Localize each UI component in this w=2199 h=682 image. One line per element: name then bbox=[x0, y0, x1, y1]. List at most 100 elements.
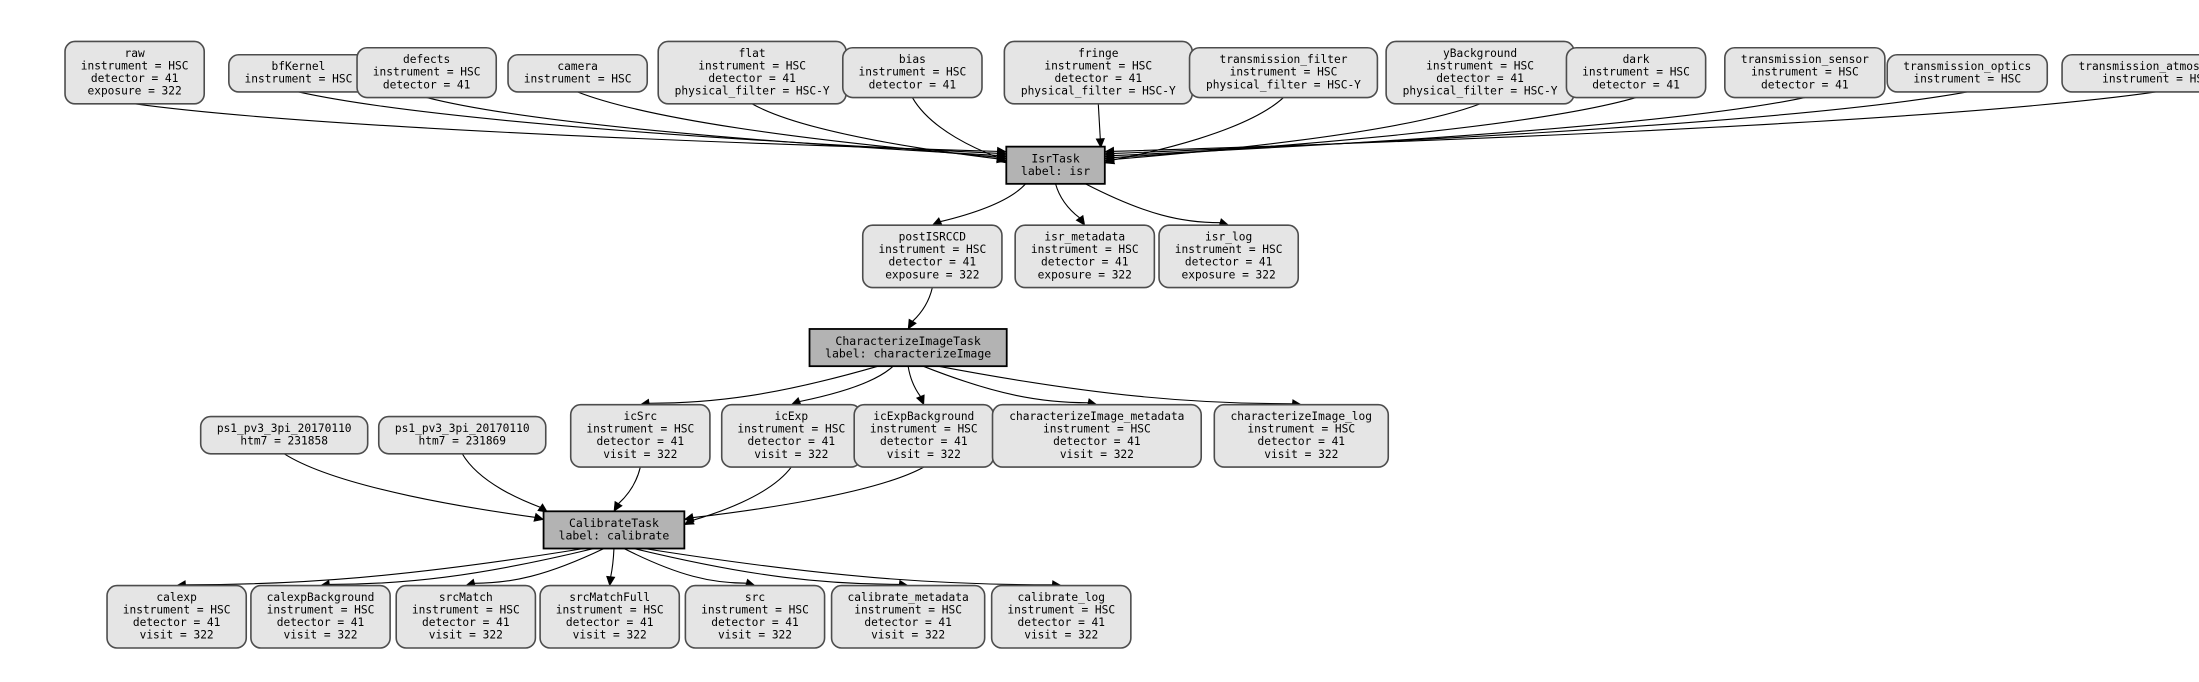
node-title: dark bbox=[1623, 53, 1650, 66]
node-box bbox=[1724, 46, 1886, 99]
arrowhead-fringe-to-IsrTask bbox=[1095, 138, 1105, 149]
edge-IsrTask-to-postISRCCD bbox=[940, 183, 1026, 223]
edge-CalibrateTask-to-calexpBackground bbox=[329, 547, 595, 585]
node-title: isr_metadata bbox=[1044, 231, 1125, 244]
node-dimension-line: detector = 41 bbox=[422, 616, 510, 629]
edge-bias-to-IsrTask bbox=[911, 97, 1000, 159]
node-dimension-line: detector = 41 bbox=[889, 256, 977, 269]
node-dimension-line: instrument = HSC bbox=[1582, 66, 1690, 79]
node-title: calibrate_log bbox=[1017, 591, 1105, 604]
edge-CharacterizeImageTask-to-icExpBackground bbox=[907, 366, 921, 397]
edge-raw-to-IsrTask bbox=[134, 103, 998, 152]
node-title: icSrc bbox=[623, 410, 657, 423]
node-box bbox=[377, 415, 547, 455]
node-title: CalibrateTask bbox=[569, 516, 659, 530]
node-box bbox=[1565, 46, 1707, 99]
arrowhead-postISRCCD-to-CharacterizeImageTask bbox=[907, 318, 917, 330]
node-box bbox=[106, 584, 248, 649]
node-dimension-line: instrument = HSC bbox=[1175, 243, 1283, 256]
edge-CalibrateTask-to-calexp bbox=[185, 547, 585, 586]
edge-fringe-to-IsrTask bbox=[1097, 103, 1101, 139]
edge-transmission_sensor-to-IsrTask bbox=[1113, 97, 1805, 157]
node-dimension-line: visit = 322 bbox=[603, 448, 677, 461]
node-dimension-line: instrument = HSC bbox=[1751, 66, 1859, 79]
node-dimension-line: visit = 322 bbox=[573, 629, 647, 642]
node-dimension-line: detector = 41 bbox=[1257, 435, 1345, 448]
node-dimension-line: exposure = 322 bbox=[1038, 268, 1132, 281]
arrowhead-CharacterizeImageTask-to-icExpBackground bbox=[915, 394, 925, 406]
node-dimension-line: instrument = HSC bbox=[586, 423, 694, 436]
node-dimension-line: detector = 41 bbox=[597, 435, 685, 448]
node-dimension-line: instrument = HSC bbox=[524, 73, 632, 86]
node-dimension-line: detector = 41 bbox=[1017, 616, 1105, 629]
edge-transmission_atmosphere-to-IsrTask bbox=[1113, 91, 2157, 152]
node-box bbox=[830, 584, 986, 649]
edge-CharacterizeImageTask-to-characterizeImage_log bbox=[938, 365, 1293, 405]
node-dimension-line: instrument = HSC bbox=[858, 66, 966, 79]
node-title: camera bbox=[557, 60, 597, 73]
node-box bbox=[569, 403, 711, 468]
node-title: fringe bbox=[1078, 47, 1119, 60]
node-dimension-line: visit = 322 bbox=[1264, 448, 1338, 461]
node-box bbox=[808, 328, 1008, 368]
node-box bbox=[1014, 224, 1156, 289]
edge-CalibrateTask-to-src bbox=[623, 548, 747, 584]
node-box bbox=[539, 584, 681, 649]
node-title: bias bbox=[899, 53, 926, 66]
node-dimension-line: detector = 41 bbox=[711, 616, 799, 629]
node-title: ps1_pv3_3pi_20170110 bbox=[395, 422, 530, 435]
node-box bbox=[356, 46, 498, 99]
edge-CalibrateTask-to-srcMatch bbox=[474, 548, 605, 584]
node-dimension-line: visit = 322 bbox=[140, 629, 214, 642]
edge-postISRCCD-to-CharacterizeImageTask bbox=[912, 287, 933, 322]
node-dimension-line: exposure = 322 bbox=[87, 85, 181, 98]
dataset-node-transmission_atmosphere[interactable]: transmission_atmosphereinstrument = HSC bbox=[2061, 53, 2199, 93]
node-dimension-line: detector = 41 bbox=[1761, 78, 1849, 91]
edge-CharacterizeImageTask-to-icExp bbox=[799, 365, 894, 403]
node-box bbox=[1188, 46, 1379, 99]
node-dimension-line: visit = 322 bbox=[1024, 629, 1098, 642]
node-title: icExpBackground bbox=[873, 410, 974, 423]
node-title: transmission_optics bbox=[1903, 60, 2031, 73]
node-title: characterizeImage_metadata bbox=[1009, 410, 1184, 423]
node-dimension-line: instrument = HSC bbox=[1247, 423, 1355, 436]
node-box bbox=[1886, 53, 2049, 93]
node-dimension-line: detector = 41 bbox=[1055, 72, 1143, 85]
node-box bbox=[395, 584, 537, 649]
node-dimension-line: instrument = HSC bbox=[698, 59, 806, 72]
edge-bfKernel-to-IsrTask bbox=[298, 91, 998, 154]
